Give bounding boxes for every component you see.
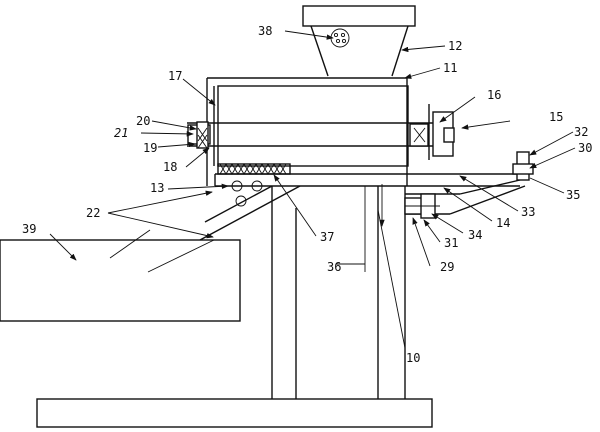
label-16: 16 [487, 88, 501, 102]
label-14: 14 [496, 216, 510, 230]
line-10 [377, 209, 406, 349]
label-15: 15 [549, 110, 563, 124]
support-frame [271, 186, 406, 399]
right-bearing [409, 104, 455, 160]
reference-numerals: 38 12 11 17 16 15 20 21 19 18 32 30 13 3… [22, 24, 592, 365]
feed-hopper [302, 5, 416, 77]
collection-box [0, 239, 241, 322]
label-19: 19 [143, 141, 157, 155]
label-38: 38 [258, 24, 272, 38]
main-shaft [187, 122, 440, 147]
label-11: 11 [443, 61, 457, 75]
label-12: 12 [448, 39, 462, 53]
label-13: 13 [150, 181, 164, 195]
drive-block [404, 193, 440, 219]
leader-lines [49, 30, 576, 273]
label-21: 21 [114, 126, 128, 140]
left-bearing [187, 86, 215, 166]
label-31: 31 [444, 236, 458, 250]
label-29: 29 [440, 260, 454, 274]
housing [206, 77, 408, 186]
label-17: 17 [168, 69, 182, 83]
label-10: 10 [406, 351, 420, 365]
label-22: 22 [86, 206, 100, 220]
rotating-drum [217, 85, 409, 167]
label-35: 35 [566, 188, 580, 202]
discharge-chute [199, 173, 520, 241]
label-30: 30 [578, 141, 592, 155]
label-20: 20 [136, 114, 150, 128]
base-plate [36, 398, 433, 428]
label-39: 39 [22, 222, 36, 236]
label-33: 33 [521, 205, 535, 219]
label-32: 32 [574, 125, 588, 139]
label-37: 37 [320, 230, 334, 244]
label-34: 34 [468, 228, 482, 242]
label-18: 18 [163, 160, 177, 174]
label-36: 36 [327, 260, 341, 274]
